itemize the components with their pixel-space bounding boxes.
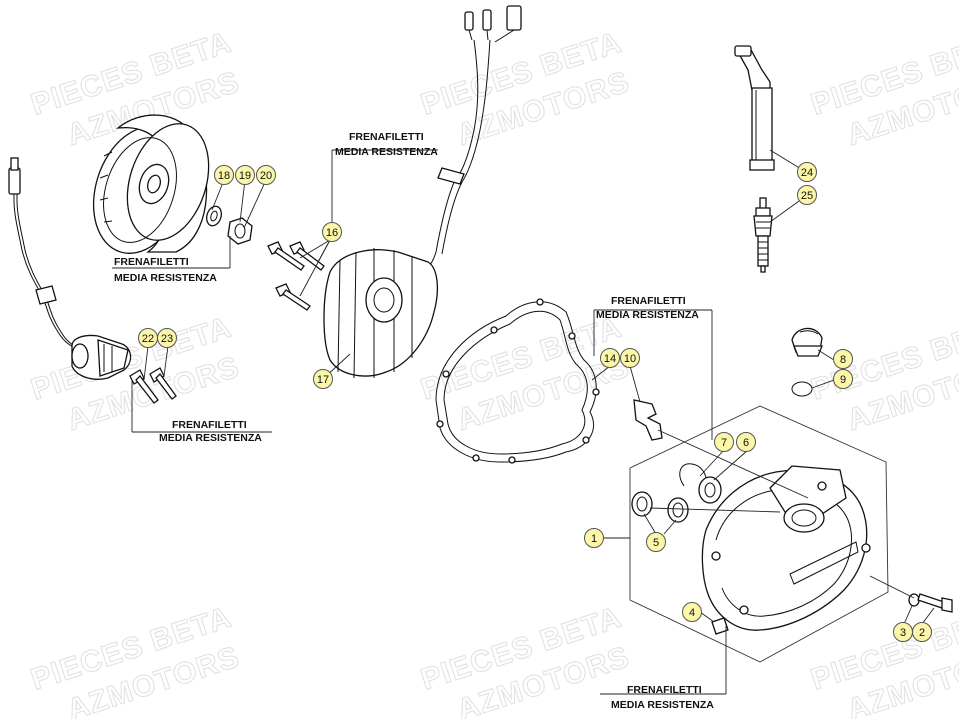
screw-22 <box>129 369 159 404</box>
callout-label: 16 <box>326 227 338 239</box>
ignition-cover <box>629 405 889 663</box>
note-line2: MEDIA RESISTENZA <box>159 432 262 444</box>
callout-8[interactable]: 8 <box>833 349 853 369</box>
note-line2: MEDIA RESISTENZA <box>611 699 714 711</box>
note-flywheel: FRENAFILETTI MEDIA RESISTENZA <box>114 256 217 284</box>
cover-gasket <box>435 298 600 464</box>
callout-label: 3 <box>900 627 906 639</box>
callout-3[interactable]: 3 <box>893 622 913 642</box>
note-line2: MEDIA RESISTENZA <box>114 272 217 284</box>
watermark: PIECES BETA AZMOTORS <box>806 600 959 719</box>
callout-label: 7 <box>721 437 727 449</box>
callout-23[interactable]: 23 <box>157 328 177 348</box>
watermark: PIECES BETA AZMOTORS <box>806 310 959 437</box>
callout-label: 9 <box>840 374 846 386</box>
seal-5a <box>631 491 653 517</box>
callout-label: 22 <box>142 333 154 345</box>
callout-19[interactable]: 19 <box>235 165 255 185</box>
callout-label: 8 <box>840 354 846 366</box>
note-line1: FRENAFILETTI <box>611 295 686 307</box>
note-line2: MEDIA RESISTENZA <box>596 309 699 321</box>
clip-10 <box>633 399 663 441</box>
bolt-2 <box>917 593 953 613</box>
o-ring-9 <box>791 381 813 397</box>
flywheel <box>92 114 210 254</box>
callout-22[interactable]: 22 <box>138 328 158 348</box>
callout-9[interactable]: 9 <box>833 369 853 389</box>
oil-filler-plug-8 <box>791 327 823 357</box>
note-clip: FRENAFILETTI MEDIA RESISTENZA <box>596 295 699 321</box>
callout-14[interactable]: 14 <box>600 348 620 368</box>
note-line1: FRENAFILETTI <box>114 256 189 268</box>
callout-label: 14 <box>604 353 616 365</box>
watermark: PIECES BETA AZMOTORS <box>416 25 634 152</box>
stator <box>323 248 439 379</box>
callout-label: 5 <box>653 537 659 549</box>
spark-plug <box>753 197 773 273</box>
pickup-sensor <box>8 157 132 380</box>
callout-label: 24 <box>801 167 813 179</box>
note-cover: FRENAFILETTI MEDIA RESISTENZA <box>611 684 714 711</box>
callout-label: 2 <box>919 627 925 639</box>
watermark: PIECES BETA AZMOTORS <box>26 600 244 719</box>
callout-24[interactable]: 24 <box>797 162 817 182</box>
callout-10[interactable]: 10 <box>620 348 640 368</box>
leader-lines <box>112 149 935 695</box>
callout-16[interactable]: 16 <box>322 222 342 242</box>
note-pickup: FRENAFILETTI MEDIA RESISTENZA <box>159 419 262 444</box>
note-line1: FRENAFILETTI <box>349 131 424 143</box>
callout-18[interactable]: 18 <box>214 165 234 185</box>
callout-2[interactable]: 2 <box>912 622 932 642</box>
callout-label: 20 <box>260 170 272 182</box>
seal-5b <box>667 497 689 523</box>
note-stator: FRENAFILETTI MEDIA RESISTENZA <box>335 131 438 158</box>
callout-17[interactable]: 17 <box>313 369 333 389</box>
callout-label: 1 <box>591 533 597 545</box>
callout-5[interactable]: 5 <box>646 532 666 552</box>
washer-19 <box>206 205 222 227</box>
callout-6[interactable]: 6 <box>736 432 756 452</box>
screws-16 <box>267 241 325 311</box>
stator-wiring <box>409 5 522 279</box>
callout-label: 17 <box>317 374 329 386</box>
bearing-6 <box>698 476 722 504</box>
plug-4 <box>711 617 729 635</box>
callout-1[interactable]: 1 <box>584 528 604 548</box>
note-line1: FRENAFILETTI <box>627 684 702 696</box>
callout-label: 6 <box>743 437 749 449</box>
note-line1: FRENAFILETTI <box>172 419 247 431</box>
callout-25[interactable]: 25 <box>797 185 817 205</box>
callout-label: 18 <box>218 170 230 182</box>
callout-label: 10 <box>624 353 636 365</box>
callout-label: 19 <box>239 170 251 182</box>
note-line2: MEDIA RESISTENZA <box>335 146 438 158</box>
callout-label: 25 <box>801 190 813 202</box>
watermark: PIECES BETA AZMOTORS <box>416 310 634 437</box>
callout-label: 23 <box>161 333 173 345</box>
callout-20[interactable]: 20 <box>256 165 276 185</box>
watermark: PIECES BETA AZMOTORS <box>416 600 634 719</box>
spark-plug-cap <box>734 45 775 171</box>
callout-label: 4 <box>689 607 695 619</box>
callout-4[interactable]: 4 <box>682 602 702 622</box>
callout-7[interactable]: 7 <box>714 432 734 452</box>
watermark: PIECES BETA AZMOTORS <box>806 25 959 152</box>
